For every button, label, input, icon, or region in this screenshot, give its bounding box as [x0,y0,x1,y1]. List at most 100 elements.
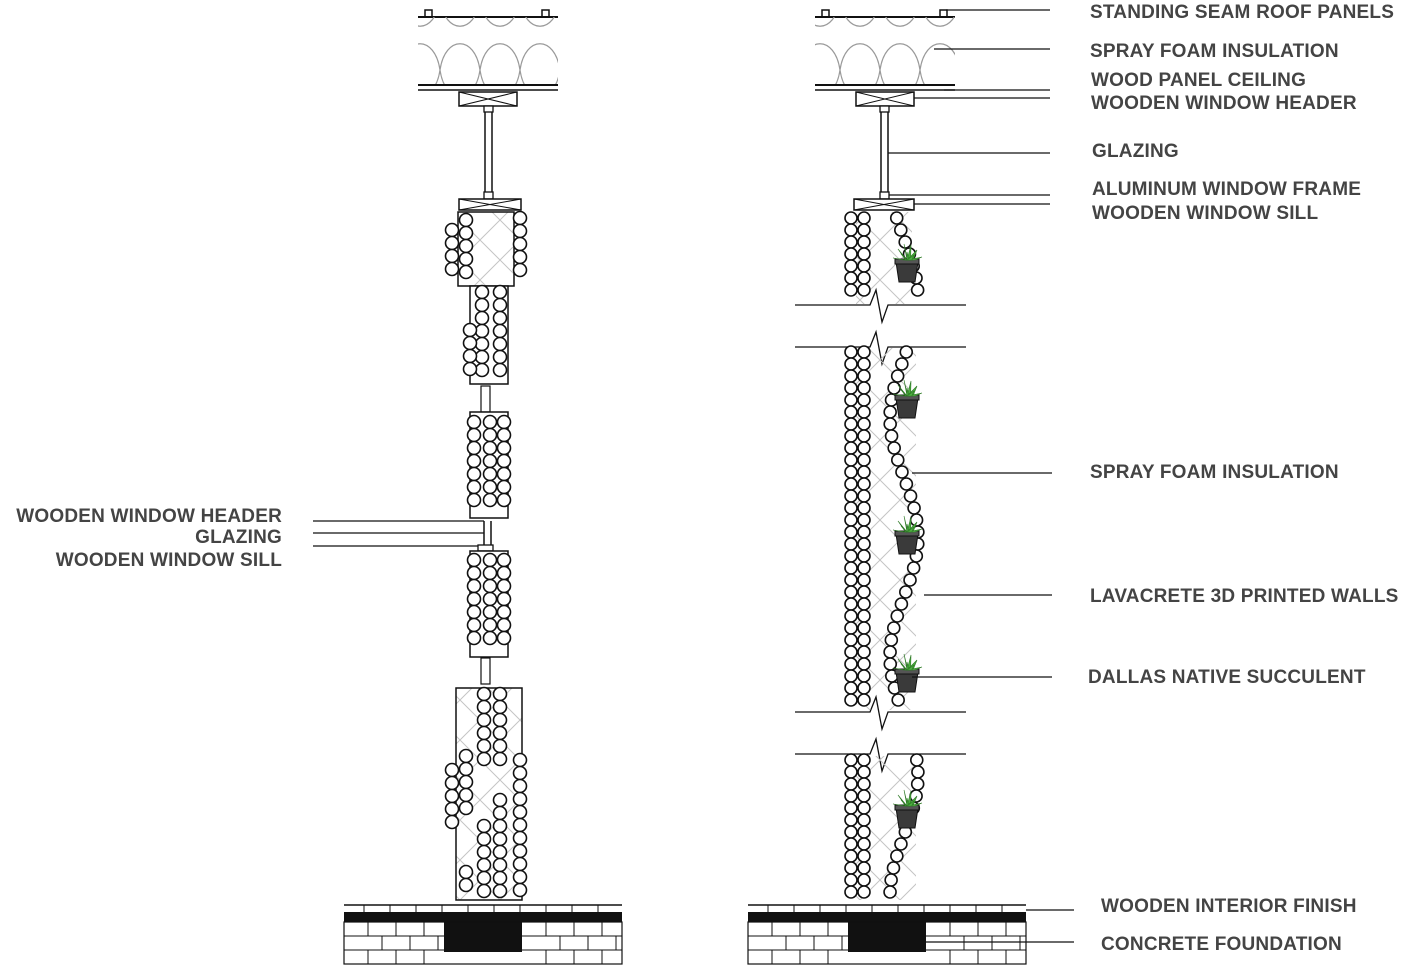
label-left-wooden-window-sill: WOODEN WINDOW SILL [56,550,282,571]
left-bead [444,801,460,817]
right-bead [844,645,858,659]
right-bead [844,789,858,803]
left-bead [466,565,482,581]
left-bead [462,322,478,338]
right-bead [899,585,913,599]
label-wooden-interior-finish: WOODEN INTERIOR FINISH [1101,896,1357,917]
right-bead [857,825,871,839]
left-bead [496,414,512,430]
left-bead [444,788,460,804]
left-bead [492,297,508,313]
label-dallas-native-succulent: DALLAS NATIVE SUCCULENT [1088,667,1366,688]
right-bead [894,597,909,611]
left-bead [482,617,498,633]
right-bead [844,669,858,683]
right-bead [844,657,858,671]
left-bead [492,792,508,808]
right-bead [857,429,871,443]
left-bead [482,630,498,646]
left-bead [466,466,482,482]
left-bead [474,362,490,378]
left-bead [474,297,490,313]
left-bead [444,261,460,277]
right-bead [887,381,901,395]
left-bead [466,492,482,508]
left-bead [458,748,474,764]
right-bead [857,453,871,467]
right-bead [884,873,898,887]
right-bead [898,235,912,249]
left-bead [444,235,460,251]
left-bead [482,453,498,469]
left-bead [466,630,482,646]
right-bead [890,369,905,383]
right-bead [857,561,871,575]
left-bead [476,699,492,715]
left-bead [512,236,528,252]
left-bead [496,427,512,443]
left-bead [458,251,474,267]
left-bead [492,310,508,326]
right-bead [857,837,871,851]
right-bead [884,633,899,647]
left-bead [482,565,498,581]
right-bead [886,621,901,635]
left-bead [512,791,528,807]
left-bead [492,336,508,352]
right-bead [844,417,858,431]
left-bead [466,427,482,443]
left-bead [492,818,508,834]
right-bead [909,753,924,767]
left-bead [512,882,528,898]
right-bead [857,777,871,791]
right-bead [844,561,858,575]
left-bead [496,630,512,646]
left-bead [482,578,498,594]
label-aluminum-window-frame: ALUMINUM WINDOW FRAME [1092,179,1361,200]
left-bead [482,440,498,456]
label-left-wooden-window-header: WOODEN WINDOW HEADER [16,506,282,527]
left-bead [458,774,474,790]
right-bead [910,283,925,297]
left-bead [482,552,498,568]
left-bead [462,348,478,364]
right-bead [857,283,871,297]
left-bead [512,830,528,846]
right-bead [844,501,858,515]
left-roof-assembly [418,9,558,107]
right-bead [857,765,871,779]
right-bead [891,693,905,707]
left-bead [476,870,492,886]
left-upper-glazing [458,105,522,211]
left-bead [476,818,492,834]
right-bead [844,621,858,635]
label-spray-foam-insulation-roof: SPRAY FOAM INSULATION [1090,41,1339,62]
left-bead [466,453,482,469]
label-wooden-window-header: WOODEN WINDOW HEADER [1091,93,1357,114]
left-bead [512,804,528,820]
left-bead [458,877,474,893]
left-foundation-blocks [344,905,622,965]
right-bead [857,813,871,827]
right-bead [857,861,871,875]
right-bead [883,885,897,899]
left-bead [482,591,498,607]
left-bead [492,805,508,821]
left-bead [476,883,492,899]
left-bead [476,831,492,847]
right-bead [906,561,921,575]
right-bead [844,381,858,395]
left-bead [458,212,474,228]
right-bead [857,259,871,273]
right-bead [844,259,858,273]
left-foundation [343,904,623,965]
right-bead [857,489,871,503]
left-printed-bead-outlines [444,210,528,899]
left-bead [482,414,498,430]
right-leader-lines [888,9,1074,943]
right-bead [911,765,925,779]
right-bead [844,825,858,839]
left-bead [496,440,512,456]
right-bead [844,369,858,383]
left-leader-lines [313,520,484,547]
